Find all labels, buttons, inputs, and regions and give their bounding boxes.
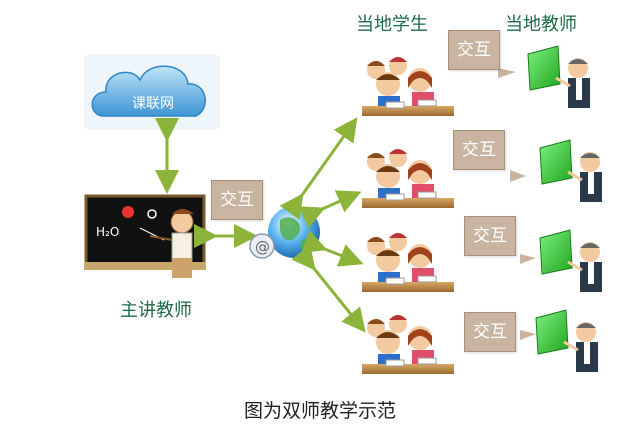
svg-text:H₂O: H₂O — [96, 225, 119, 239]
cloud-name: 课联网 — [132, 96, 174, 112]
local-teachers-label: 当地教师 — [505, 14, 577, 35]
site2-connector-arrow — [510, 170, 526, 182]
site3-connector-arrow — [520, 254, 536, 264]
site1-connector-arrow — [498, 68, 516, 78]
figure-caption: 图为双师教学示范 — [243, 400, 396, 422]
center-interaction-box: 交互 — [211, 180, 263, 220]
local-teacher-3 — [539, 229, 602, 292]
student-classroom-4 — [362, 315, 454, 374]
site-2-interaction-box: 交互 — [453, 130, 505, 170]
local-students-label: 当地学生 — [356, 14, 428, 35]
cloud-icon: 课联网 — [84, 54, 220, 130]
site-3-interaction-box: 交互 — [464, 216, 516, 256]
site-1-interaction-box: 交互 — [448, 30, 500, 70]
globe-site1-arrow — [279, 117, 358, 220]
site-4-interaction-box: 交互 — [464, 312, 516, 352]
student-classroom-1 — [362, 57, 454, 116]
local-teacher-1 — [527, 45, 590, 108]
globe-site2-arrow — [298, 190, 362, 229]
student-classroom-2 — [362, 149, 454, 208]
svg-text:@: @ — [255, 238, 270, 256]
local-teacher-4 — [535, 309, 598, 372]
site4-connector-arrow — [520, 330, 536, 340]
globe-site3-arrow — [300, 230, 364, 267]
main-teacher-illustration: H₂O — [84, 194, 206, 278]
student-classroom-3 — [362, 233, 454, 292]
globe-site4-arrow — [291, 244, 366, 333]
local-teacher-2 — [539, 139, 602, 202]
main-teacher-label: 主讲教师 — [120, 300, 192, 321]
